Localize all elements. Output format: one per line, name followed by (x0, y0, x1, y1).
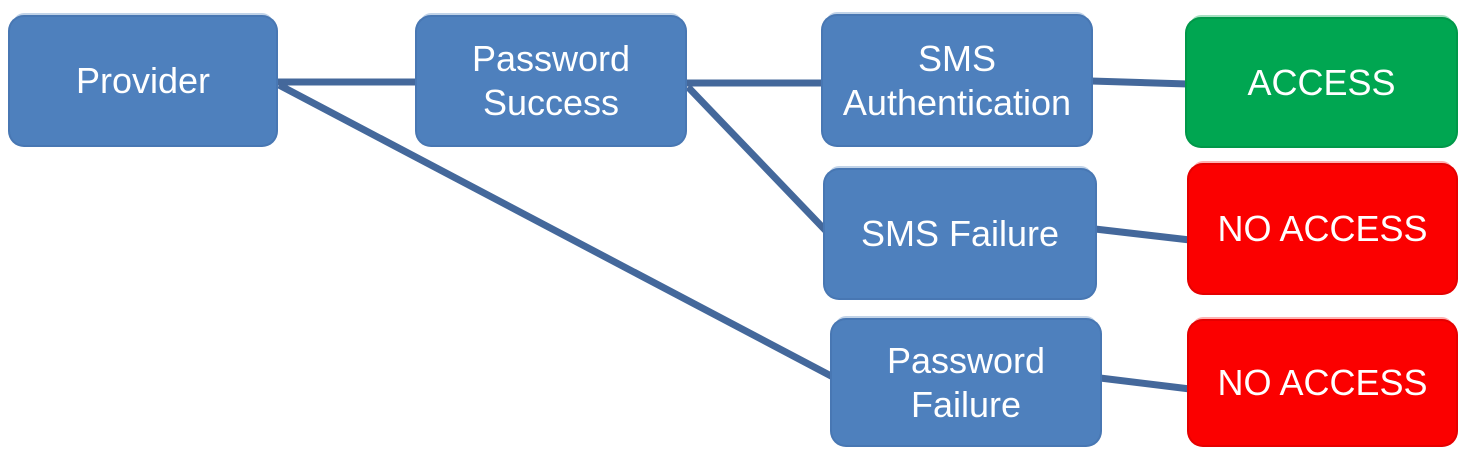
node-sms-authentication: SMS Authentication (821, 14, 1093, 147)
node-provider-label: Provider (75, 60, 211, 101)
node-no-access-password: NO ACCESS (1187, 319, 1458, 447)
node-password-failure-label: Password Failure (886, 339, 1046, 425)
edge-provider-password-failure (277, 81, 835, 381)
node-access: ACCESS (1185, 17, 1458, 148)
node-access-label: ACCESS (1247, 61, 1396, 103)
node-no-access-sms: NO ACCESS (1187, 163, 1458, 295)
edge-password-failure-no-access (1099, 374, 1191, 393)
node-sms-authentication-label: SMS Authentication (842, 37, 1072, 123)
node-no-access-sms-label: NO ACCESS (1217, 208, 1428, 249)
edge-sms-authentication-access (1090, 77, 1189, 88)
node-sms-failure-label: SMS Failure (860, 213, 1060, 254)
node-password-success: Password Success (415, 15, 687, 147)
node-password-success-label: Password Success (471, 38, 631, 123)
edge-password-success-sms-failure (685, 84, 830, 235)
node-password-failure: Password Failure (830, 318, 1102, 447)
node-provider: Provider (8, 15, 278, 147)
edge-sms-failure-no-access (1094, 225, 1191, 244)
node-no-access-password-label: NO ACCESS (1217, 362, 1428, 403)
node-sms-failure: SMS Failure (823, 168, 1097, 300)
